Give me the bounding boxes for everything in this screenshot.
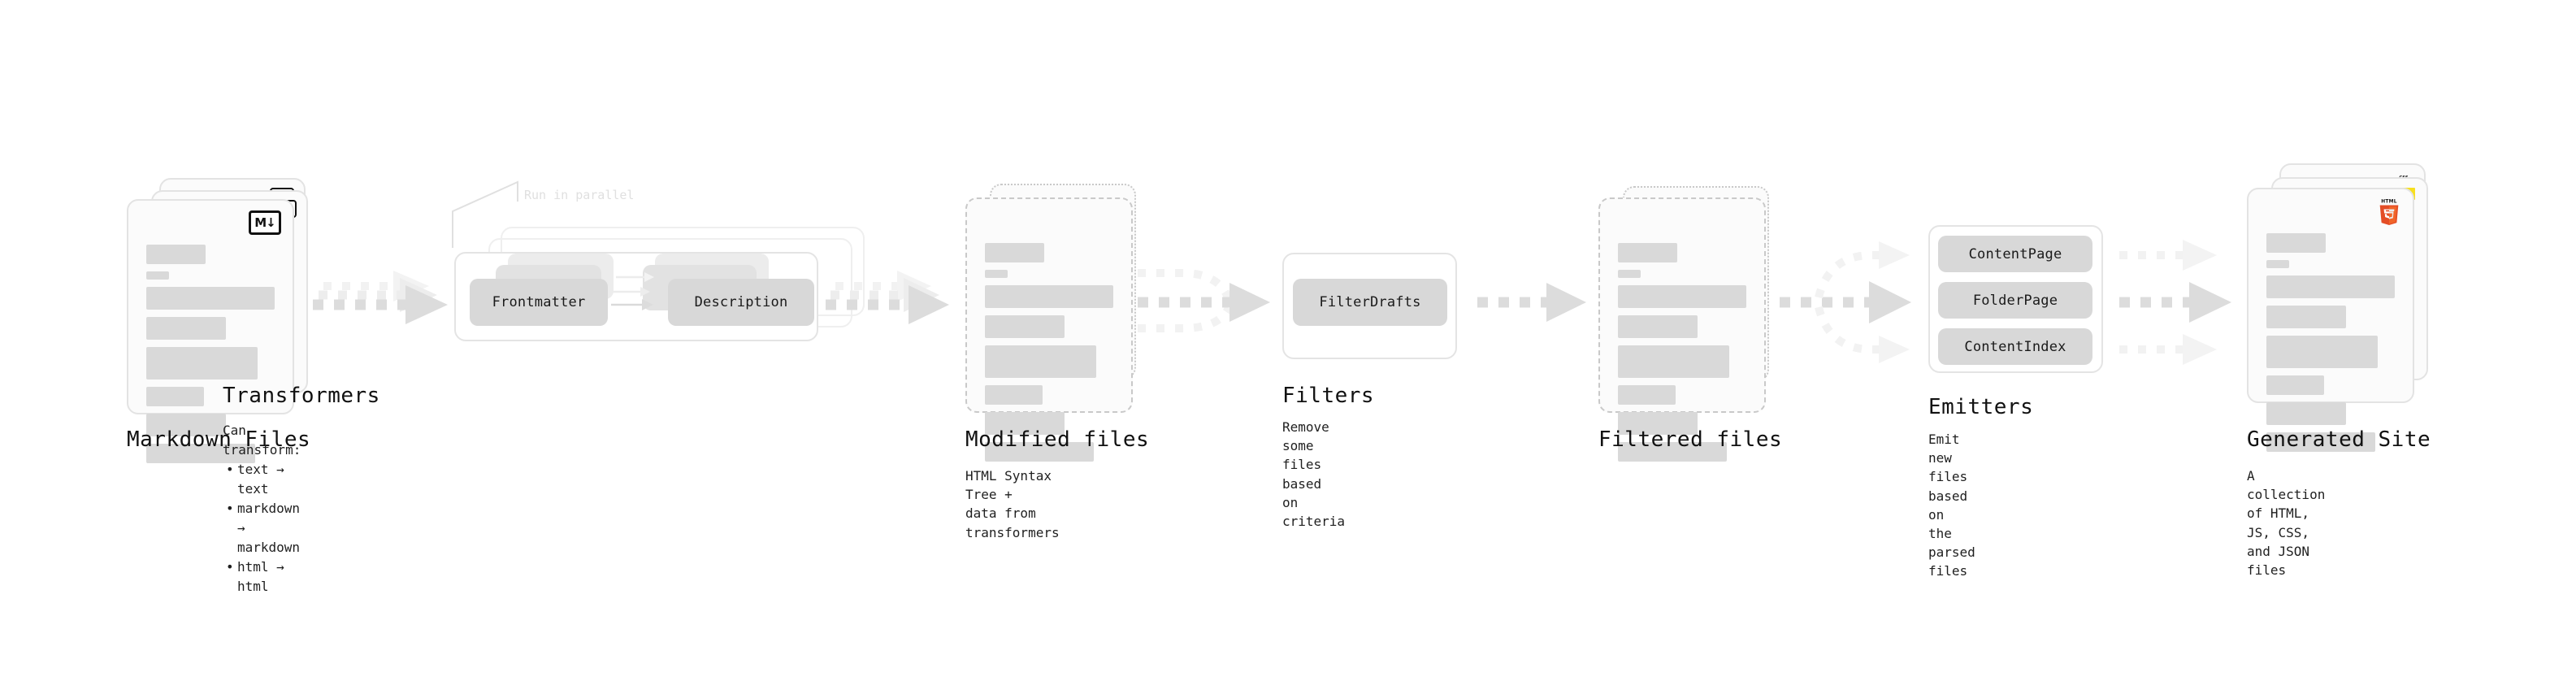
filtered-card-front xyxy=(1598,197,1766,462)
label-filters: Filters xyxy=(1282,384,1375,408)
file-content-bars xyxy=(985,243,1113,469)
connector-markdown-to-transformers xyxy=(313,271,448,324)
markdown-card-front: M↓ xyxy=(127,199,294,463)
svg-text:HTML: HTML xyxy=(2381,200,2397,205)
desc-modified-files: HTML Syntax Tree + data from transformer… xyxy=(965,468,1060,540)
emitter-chip-folderpage[interactable]: FolderPage xyxy=(1938,282,2092,319)
label-emitters: Emitters xyxy=(1928,395,2034,419)
html5-icon: HTML xyxy=(2379,200,2399,225)
emitter-chip-contentindex[interactable]: ContentIndex xyxy=(1938,328,2092,365)
markdown-icon: M↓ xyxy=(249,210,281,235)
transformers-bullets: Can transform: text → text markdown → ma… xyxy=(223,421,301,596)
connector-filtered-to-emitters xyxy=(1780,241,1911,363)
transformers-bullet-text: text → text xyxy=(226,460,301,499)
connector-modified-to-filters xyxy=(1138,269,1270,332)
generated-card-front: HTML xyxy=(2247,188,2414,452)
desc-emitters: Emit new files based on the parsed files xyxy=(1928,432,1975,579)
transformer-chip-description[interactable]: Description xyxy=(668,279,814,326)
label-run-in-parallel: Run in parallel xyxy=(524,188,635,202)
transformers-bullets-lead: Can transform: xyxy=(223,423,301,458)
file-content-bars xyxy=(2266,233,2395,459)
emitter-chip-contentpage[interactable]: ContentPage xyxy=(1938,236,2092,272)
connector-emitters-to-generated xyxy=(2119,240,2231,365)
desc-generated-site: A collection of HTML, JS, CSS, and JSON … xyxy=(2247,468,2326,578)
transformer-chip-frontmatter[interactable]: Frontmatter xyxy=(470,279,608,326)
connector-filters-to-filtered xyxy=(1477,283,1586,322)
label-generated-site: Generated Site xyxy=(2247,427,2431,452)
label-markdown-files: Markdown Files xyxy=(127,427,311,452)
transformers-bullet-html: html → html xyxy=(226,557,301,596)
file-content-bars xyxy=(1618,243,1746,469)
desc-filters: Remove some files based on criteria xyxy=(1282,419,1346,529)
label-filtered-files: Filtered files xyxy=(1598,427,1783,452)
filter-chip-filterdrafts[interactable]: FilterDrafts xyxy=(1293,279,1447,326)
transformers-bullet-markdown: markdown → markdown xyxy=(226,499,301,557)
label-transformers: Transformers xyxy=(223,384,380,408)
modified-card-front xyxy=(965,197,1133,462)
label-modified-files: Modified files xyxy=(965,427,1150,452)
